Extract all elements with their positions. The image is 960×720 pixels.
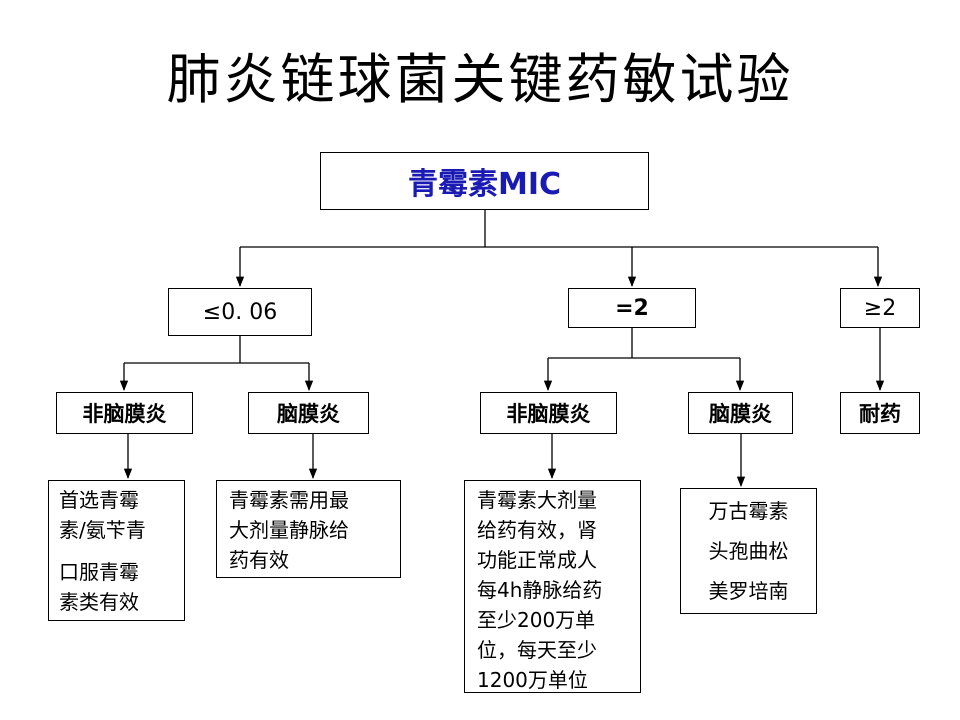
page-title: 肺炎链球菌关键药敏试验 — [166, 48, 794, 111]
leaf-line: 功能正常成人 — [477, 548, 597, 572]
leaf-eq-meningitis: 万古霉素 头孢曲松 美罗培南 — [680, 488, 817, 614]
node-le-non-meningitis: 非脑膜炎 — [56, 392, 193, 434]
leaf-line: 素类有效 — [59, 590, 139, 614]
leaf-eq-non-meningitis: 青霉素大剂量 给药有效，肾 功能正常成人 每4h静脉给药 至少200万单 位，每… — [464, 480, 641, 693]
leaf-line: 青霉素需用最 — [229, 488, 349, 512]
leaf-line: 每4h静脉给药 — [477, 578, 603, 602]
node-mic-ge-2: ≥2 — [840, 288, 920, 328]
node-mic-le-0-06: ≤0. 06 — [168, 288, 312, 336]
leaf-line: 口服青霉 — [59, 560, 139, 584]
leaf-line: 万古霉素 — [708, 499, 789, 523]
leaf-line: 大剂量静脉给 — [229, 518, 349, 542]
leaf-line: 1200万单位 — [477, 668, 588, 692]
node-eq-non-meningitis: 非脑膜炎 — [480, 392, 617, 434]
node-mic-eq-2: =2 — [568, 288, 696, 328]
node-le-meningitis: 脑膜炎 — [248, 392, 369, 434]
leaf-le-non-meningitis: 首选青霉 素/氨苄青 口服青霉 素类有效 — [48, 480, 185, 621]
leaf-line: 至少200万单 — [477, 608, 596, 632]
leaf-line: 素/氨苄青 — [59, 518, 146, 542]
node-ge-resistant: 耐药 — [840, 392, 920, 434]
leaf-le-meningitis: 青霉素需用最 大剂量静脉给 药有效 — [216, 480, 401, 578]
leaf-line: 美罗培南 — [708, 579, 789, 603]
leaf-line: 青霉素大剂量 — [477, 488, 597, 512]
leaf-line: 位，每天至少 — [477, 638, 597, 662]
leaf-line: 首选青霉 — [59, 488, 139, 512]
node-eq-meningitis: 脑膜炎 — [688, 392, 793, 434]
leaf-line: 药有效 — [229, 548, 289, 572]
leaf-line: 头孢曲松 — [708, 539, 789, 563]
leaf-line: 给药有效，肾 — [477, 518, 597, 542]
root-node-penicillin-mic: 青霉素MIC — [320, 152, 649, 210]
